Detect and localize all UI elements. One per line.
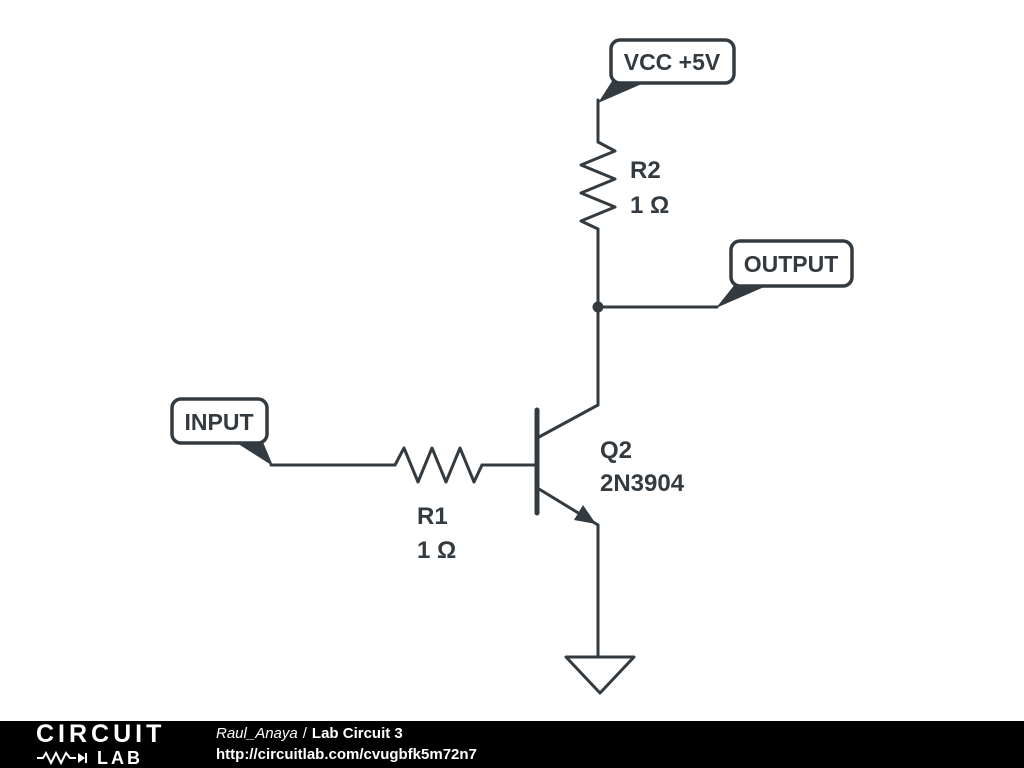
r2-resistor[interactable]: R2 1 Ω [579, 140, 669, 231]
author-name[interactable]: Raul_Anaya [216, 725, 298, 743]
q2-part-number: 2N3904 [600, 470, 685, 497]
output-flag[interactable]: OUTPUT [716, 239, 854, 308]
footer-attribution: Raul_Anaya/Lab Circuit 3 http://circuitl… [216, 724, 477, 765]
r2-zigzag [579, 140, 617, 231]
vcc-flag-box [609, 38, 736, 85]
q2-emitter-arrow [574, 505, 596, 524]
input-flag-label: INPUT [185, 409, 254, 435]
r1-designator: R1 [417, 503, 448, 530]
schematic-canvas: VCC +5V R2 1 Ω OUTPUT Q2 [170, 38, 854, 695]
input-flag-box [170, 397, 269, 445]
q2-designator: Q2 [600, 437, 632, 464]
r1-value: 1 Ω [417, 537, 456, 564]
logo-text-lab: LAB [97, 748, 143, 768]
output-flag-tail [716, 283, 764, 308]
q2-transistor[interactable]: Q2 2N3904 [534, 403, 685, 527]
footer-bar: CIRCUIT LAB Raul_Anaya/Lab Circuit 3 htt… [0, 721, 1024, 768]
vcc-flag[interactable]: VCC +5V [598, 38, 736, 103]
logo-resistor-icon [37, 751, 87, 765]
q2-collector-lead [537, 403, 600, 439]
circuit-title[interactable]: Lab Circuit 3 [311, 725, 403, 743]
ground-symbol[interactable] [564, 655, 636, 695]
r2-value: 1 Ω [630, 192, 669, 219]
vcc-flag-label: VCC +5V [624, 49, 721, 75]
r1-zigzag [393, 446, 484, 484]
logo-text-circuit: CIRCUIT [36, 720, 166, 748]
input-flag[interactable]: INPUT [170, 397, 273, 466]
output-flag-box [729, 239, 854, 288]
separator: / [302, 725, 307, 743]
circuitlab-logo[interactable]: CIRCUIT LAB [36, 720, 194, 768]
r2-designator: R2 [630, 157, 661, 184]
circuit-url-link[interactable]: http://circuitlab.com/cvugbfk5m72n7 [216, 745, 477, 763]
r1-resistor[interactable]: R1 1 Ω [393, 446, 484, 564]
output-flag-label: OUTPUT [744, 251, 839, 277]
